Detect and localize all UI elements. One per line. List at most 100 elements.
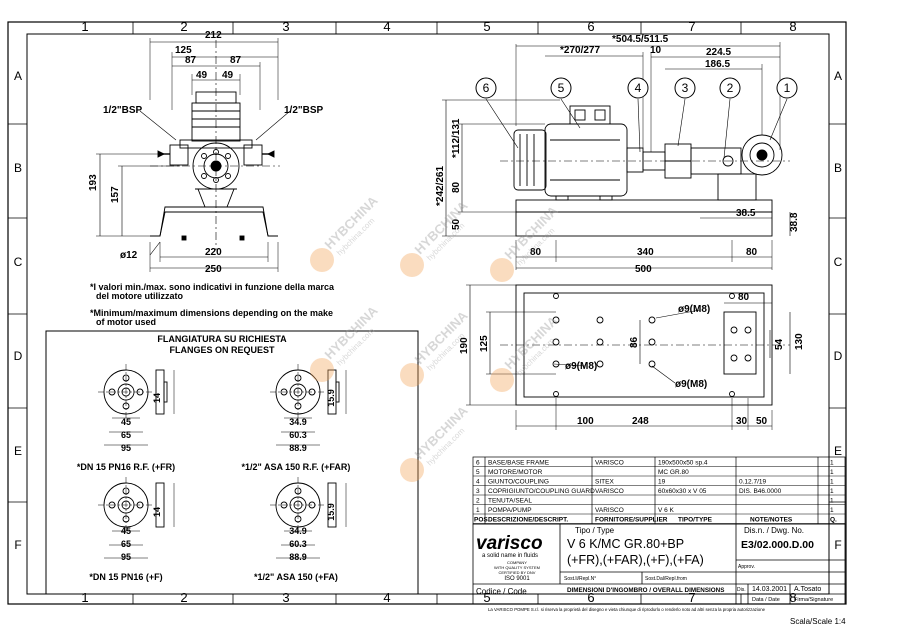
callout-circle-6 <box>475 77 497 99</box>
hole-label-left: ø9(M8) <box>565 361 597 372</box>
bom-cell-q: 1 <box>830 488 834 495</box>
dim-plan-100: 100 <box>577 416 594 427</box>
dim-504-5: *504.5/511.5 <box>612 34 669 45</box>
flange-3-dim-b: 65 <box>121 539 131 549</box>
dim-87-right: 87 <box>230 55 242 66</box>
flange-1-dim-h: 14 <box>152 393 162 403</box>
bom-cell-q: 1 <box>830 459 834 466</box>
approv-label: Approv. <box>738 564 755 570</box>
grid-col-label-bottom: 5 <box>483 590 490 605</box>
dim-49-left: 49 <box>196 70 208 81</box>
grid-col-label-top: 4 <box>383 19 390 34</box>
flange-4-label: *1/2" ASA 150 (+FA) <box>254 572 338 582</box>
grid-col-label-bottom: 6 <box>587 590 594 605</box>
flanges-title-it: FLANGIATURA SU RICHIESTA <box>157 334 287 344</box>
dim-80-vertical: 80 <box>451 181 462 193</box>
dim-224-5: 224.5 <box>706 47 731 58</box>
dim-125: 125 <box>175 45 192 56</box>
bom-cell-q: 1 <box>830 478 834 485</box>
grid-row-label-right: D <box>834 349 843 363</box>
grid-row-label-left: F <box>14 538 21 552</box>
bom-header-desc: DESCRIZIONE/DESCRIPT. <box>488 516 568 523</box>
bom-cell-desc: BASE/BASE FRAME <box>488 459 550 466</box>
bom-cell-q: 1 <box>830 507 834 514</box>
drawing-description: DIMENSIONI D'INGOMBRO / OVERALL DIMENSIO… <box>567 587 724 594</box>
bom-cell-type: MC GR.80 <box>658 469 689 476</box>
callout-1: 1 <box>784 81 791 95</box>
flange-3-dim-h: 14 <box>152 507 162 517</box>
flange-drawings <box>98 364 347 559</box>
bom-cell-pos: 1 <box>476 507 480 514</box>
dim-340: 340 <box>637 247 654 258</box>
bom-cell-desc: COPRIGIUNTO/COUPLING GUARD <box>488 488 595 495</box>
grid-row-label-right: F <box>834 538 841 552</box>
note-it-line2: del motore utilizzato <box>96 291 184 301</box>
side-view <box>442 42 791 270</box>
grid-row-label-left: A <box>14 69 22 83</box>
dim-250: 250 <box>205 264 222 275</box>
bom-header-pos: POS. <box>474 516 490 523</box>
dim-hole-12: ø12 <box>120 250 138 261</box>
bom-header-supplier: FORNITORE/SUPPLIER <box>595 516 668 523</box>
grid-col-label-bottom: 8 <box>789 590 796 605</box>
flange-2-dim-a: 34.9 <box>289 417 307 427</box>
flange-1-dim-c: 95 <box>121 443 131 453</box>
bom-cell-supplier: VARISCO <box>595 507 624 514</box>
flange-4-dim-c: 88.9 <box>289 552 307 562</box>
watermark-logo-icon <box>400 458 424 482</box>
front-view <box>96 38 291 272</box>
bom-cell-pos: 6 <box>476 459 480 466</box>
hole-label-top: ø9(M8) <box>678 304 710 315</box>
watermark-logo-icon <box>310 358 334 382</box>
callout-circle-2 <box>719 77 741 99</box>
grid-col-label-bottom: 2 <box>180 590 187 605</box>
watermark-logo-icon <box>310 248 334 272</box>
dim-270: *270/277 <box>560 45 600 56</box>
grid-col-label-bottom: 4 <box>383 590 390 605</box>
bom-cell-type: V 6 K <box>658 507 675 514</box>
note-it-line1: *I valori min./max. sono indicativi in f… <box>90 282 335 292</box>
bom-cell-pos: 4 <box>476 478 480 485</box>
scale-label: Scala/Scale 1:4 <box>790 617 846 626</box>
flange-drawing-1 <box>98 364 175 446</box>
cert-line-2: WITH QUALITY SYSTEM <box>494 565 540 570</box>
bom-cell-pos: 3 <box>476 488 480 495</box>
grid-col-label-bottom: 7 <box>688 590 695 605</box>
flange-3: 45 65 95 14 *DN 15 PN16 (+F) <box>89 507 162 582</box>
bom-cell-note: 0.12.7/19 <box>739 478 766 485</box>
dim-80-right: 80 <box>746 247 758 258</box>
cert-line-3: CERTIFIED BY DNV <box>499 570 536 575</box>
callout-2: 2 <box>727 81 734 95</box>
bom-cell-q: 1 <box>830 497 834 504</box>
side-view-callouts <box>475 77 798 99</box>
flange-4-dim-h: 15.9 <box>326 503 336 521</box>
date-label: Data / Date <box>752 597 780 603</box>
dim-50-vertical: 50 <box>451 218 462 230</box>
dim-plan-190: 190 <box>459 337 470 354</box>
flange-2-dim-b: 60.3 <box>289 430 307 440</box>
bom-cell-desc: MOTORE/MOTOR <box>488 469 543 476</box>
plan-view <box>466 284 791 430</box>
note-en-line1: *Minimum/maximum dimensions depending on… <box>90 308 333 318</box>
grid-col-label-top: 1 <box>81 19 88 34</box>
tipo-line-2: (+FR),(+FAR),(+F),(+FA) <box>567 553 704 567</box>
flange-drawing-2 <box>270 364 347 446</box>
grid-col-label-top: 2 <box>180 19 187 34</box>
dim-112: *112/131 <box>451 118 462 158</box>
callout-4: 4 <box>635 81 642 95</box>
flange-2-label: *1/2" ASA 150 R.F. (+FAR) <box>242 462 351 472</box>
dim-220: 220 <box>205 247 222 258</box>
cert-line-1: COMPANY <box>507 560 527 565</box>
watermark-logo-icon <box>400 363 424 387</box>
flange-1: 45 65 95 14 *DN 15 PN16 R.F. (+FR) <box>77 393 175 472</box>
plan-view-dimension-labels: 80 190 125 86 54 130 100 248 30 50 ø9(M8… <box>459 292 805 427</box>
replace-from-label: Sost.Dal/Repl.from <box>645 576 687 582</box>
dim-plan-125: 125 <box>479 335 490 352</box>
grid-row-label-left: C <box>14 255 23 269</box>
dim-38-5: 38.5 <box>736 208 756 219</box>
